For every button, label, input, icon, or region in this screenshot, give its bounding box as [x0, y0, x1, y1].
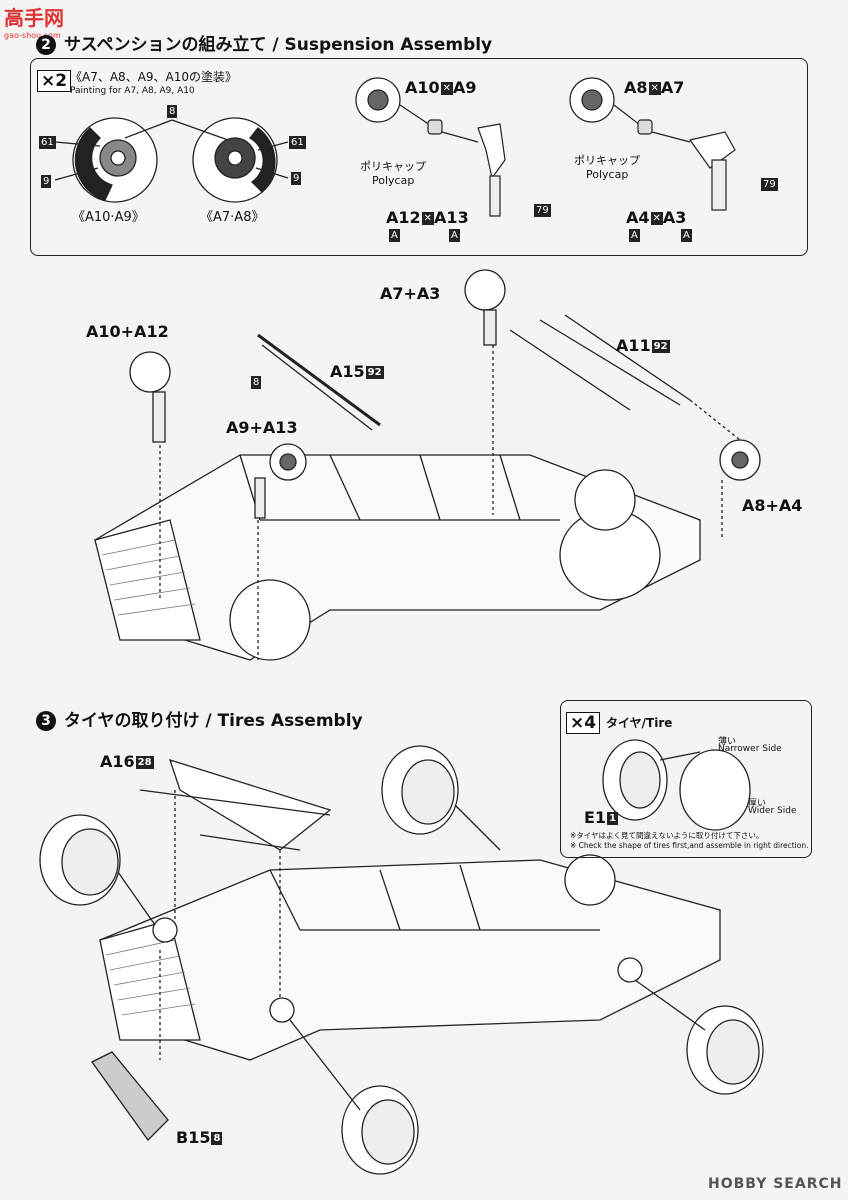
step3-number: 3 [36, 711, 56, 731]
watermark-url: gao-shou.com [4, 31, 61, 40]
paint-61-left: 61 [39, 136, 56, 149]
tire-heading: タイヤ/Tire [606, 716, 673, 730]
pair2-top-label: A8✕A7 [624, 78, 685, 97]
step2-title-text: サスペンションの組み立て / Suspension Assembly [64, 35, 493, 55]
disk-label-right: 《A7·A8》 [200, 210, 265, 225]
painting-heading: 《A7、A8、A9、A10の塗装》 [70, 70, 238, 84]
polycap-jp-2: ポリキャップ [574, 154, 640, 167]
step2-number: 2 [36, 35, 56, 55]
watermark-logo: 高手网 gao-shou.com [4, 2, 64, 40]
narrow-jp: 薄い [718, 737, 737, 747]
step2-multiplier: ×2 [37, 70, 72, 92]
tire-multiplier: ×4 [566, 712, 601, 734]
label-paint-8: 8 [251, 376, 262, 389]
paint-61-right: 61 [289, 136, 306, 149]
step2-title: 2 サスペンションの組み立て / Suspension Assembly [36, 30, 492, 55]
paint-9-right: 9 [291, 172, 302, 185]
step3-title: 3 タイヤの取り付け / Tires Assembly [36, 706, 363, 731]
pair2-bottom-label: A4✕A3 [626, 208, 687, 227]
polycap-en-2: Polycap [586, 168, 629, 181]
pair1-sub-b: A [449, 229, 460, 242]
step3-title-text: タイヤの取り付け / Tires Assembly [64, 711, 363, 731]
footer-watermark: HOBBY SEARCH [708, 1176, 843, 1192]
paint-8-callout: 8 [167, 105, 178, 118]
pair2-sub-a: A [629, 229, 640, 242]
tire-note-en: ※ Check the shape of tires first,and ass… [570, 841, 809, 850]
pair1-bottom-label: A12✕A13 [386, 208, 469, 227]
label-a8-a4: A8+A4 [742, 496, 803, 515]
pair1-top-label: A10✕A9 [405, 78, 477, 97]
label-a10-a12: A10+A12 [86, 322, 169, 341]
paint-9-left: 9 [41, 175, 52, 188]
polycap-jp-1: ポリキャップ [360, 160, 426, 173]
pair1-sub-a: A [389, 229, 400, 242]
watermark-text: 高手网 [4, 6, 64, 30]
tire-note-jp: ※タイヤはよく見て間違えないように取り付けて下さい。 [570, 831, 764, 840]
painting-subheading: Painting for A7, A8, A9, A10 [70, 86, 195, 96]
step2-inset-box [30, 58, 808, 256]
label-a7-a3: A7+A3 [380, 284, 441, 303]
pair2-color-79: 79 [761, 178, 778, 191]
pair1-color-79: 79 [534, 204, 551, 217]
disk-label-left: 《A10·A9》 [72, 210, 145, 225]
pair2-sub-b: A [681, 229, 692, 242]
wide-en: Wider Side [748, 806, 797, 816]
label-a9-a13: A9+A13 [226, 418, 298, 437]
wide-jp: 厚い [748, 799, 767, 809]
tire-inset-box [560, 700, 812, 858]
polycap-en-1: Polycap [372, 174, 415, 187]
narrow-en: Narrower Side [718, 744, 782, 754]
